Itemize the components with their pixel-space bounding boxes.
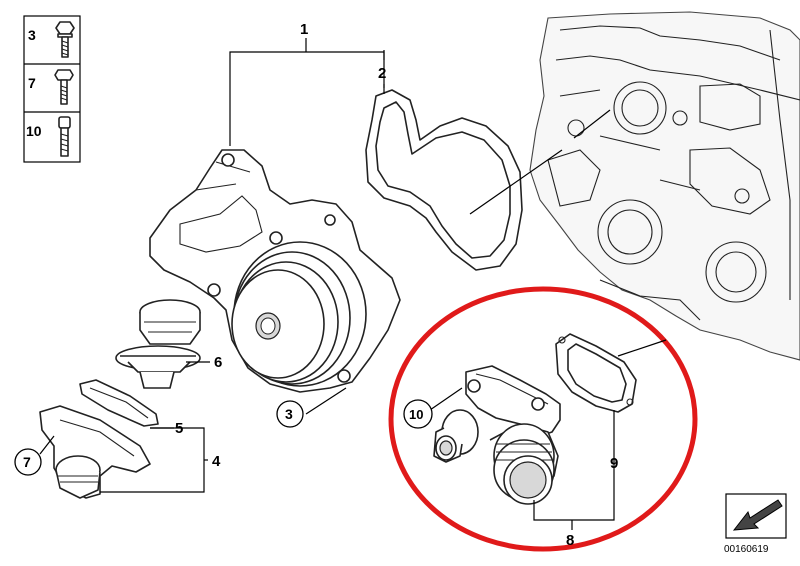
legend-label-3: 3 [28, 27, 36, 43]
coolant-outlet-pipe [433, 365, 561, 505]
callout-10-circle: 10 [403, 399, 433, 429]
callout-10: 10 [409, 407, 423, 422]
callout-8: 8 [566, 532, 574, 549]
callout-1: 1 [300, 21, 308, 38]
thermostat-seal [79, 379, 159, 427]
water-pump [149, 149, 401, 393]
leader-lines [39, 38, 667, 530]
thermostat-cover [39, 405, 151, 499]
hex-bolt-icon [54, 69, 74, 105]
callout-3-circle: 3 [276, 400, 304, 428]
legend-label-7: 7 [28, 75, 36, 91]
callout-9: 9 [610, 455, 618, 472]
callout-3: 3 [285, 406, 293, 422]
highlight-circle [388, 286, 698, 552]
water-pump-gasket [365, 89, 523, 271]
arrow-icon [732, 499, 783, 531]
callout-7-circle: 7 [14, 448, 42, 476]
torx-screw-icon [58, 116, 71, 157]
callout-4: 4 [212, 453, 221, 470]
direction-arrow-box [725, 493, 787, 539]
diagram-id: 00160619 [724, 544, 769, 555]
callout-2: 2 [378, 65, 386, 82]
screw-legend: 3 7 10 [23, 15, 81, 163]
legend-label-10: 10 [26, 123, 42, 139]
callout-5: 5 [175, 420, 183, 437]
flange-bolt-icon [55, 21, 75, 58]
callout-7: 7 [23, 454, 31, 470]
callout-6: 6 [214, 354, 222, 371]
engine-block [529, 11, 800, 361]
outlet-gasket [555, 333, 637, 413]
thermostat [115, 299, 201, 389]
